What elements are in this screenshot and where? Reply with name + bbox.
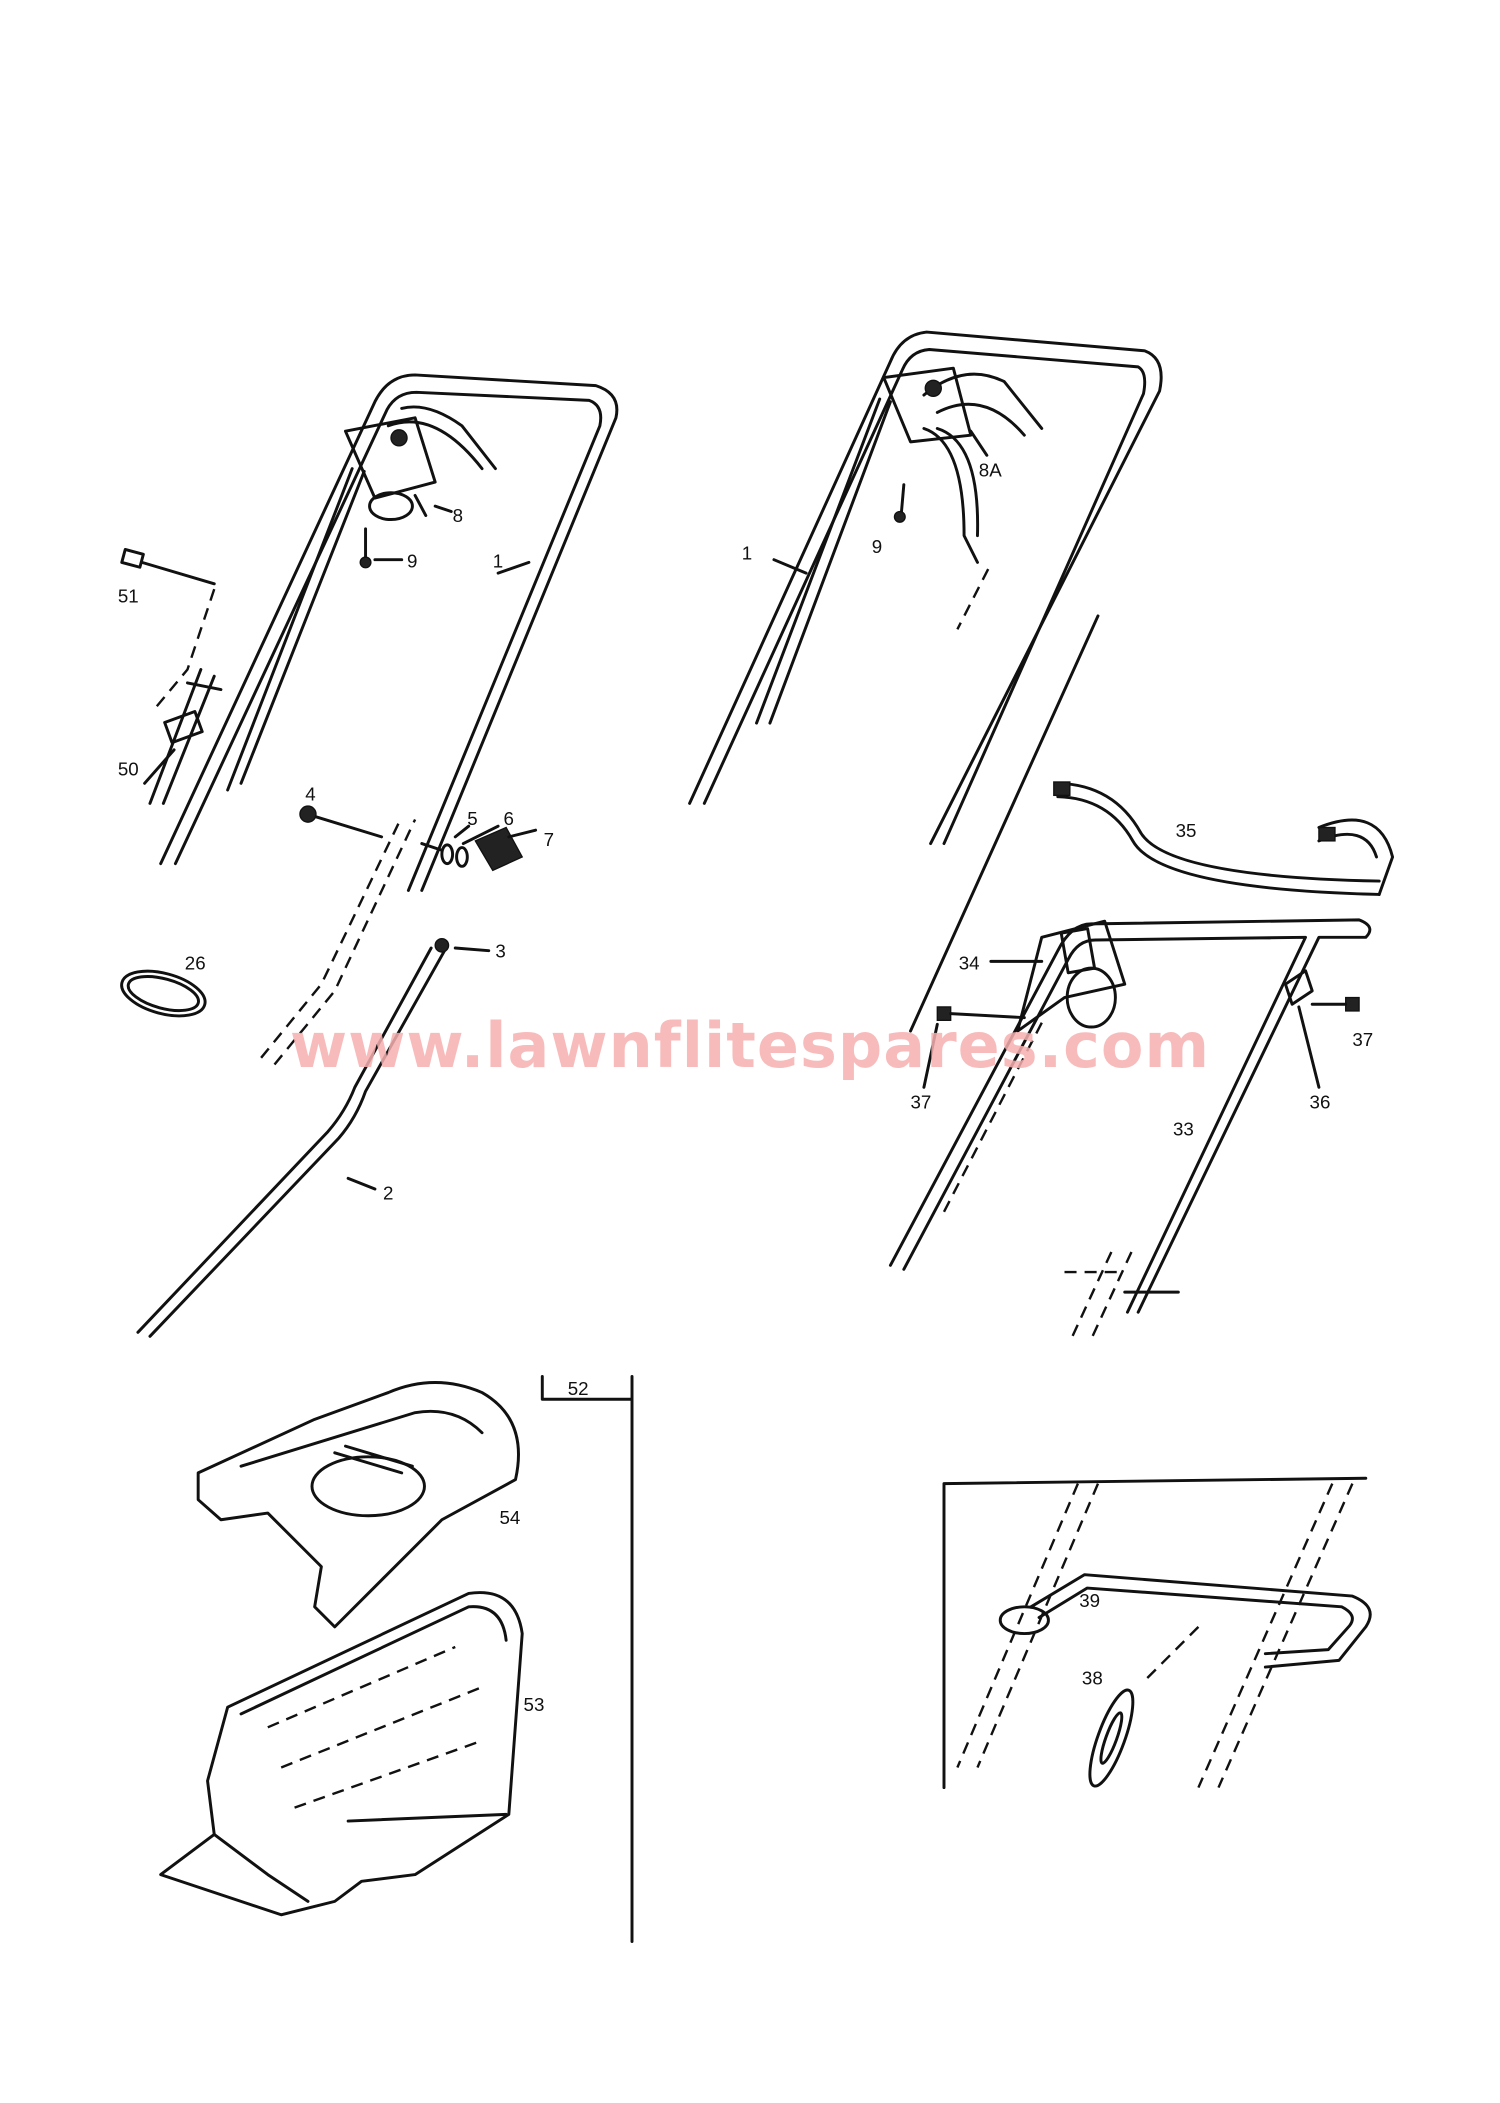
leader-1-left bbox=[496, 560, 531, 575]
handle-33 bbox=[888, 918, 1372, 1340]
label-8a: 8A bbox=[979, 460, 1002, 481]
label-37-left: 37 bbox=[911, 1092, 932, 1113]
label-9-right: 9 bbox=[872, 536, 882, 557]
basket-53 bbox=[159, 1591, 524, 1917]
bolt-51 bbox=[120, 547, 216, 711]
label-54: 54 bbox=[499, 1507, 520, 1528]
bar-35 bbox=[1053, 781, 1395, 896]
bracket-52 bbox=[540, 1375, 634, 1944]
label-39: 39 bbox=[1079, 1590, 1100, 1611]
screw-9-left bbox=[359, 527, 404, 569]
bolt-4 bbox=[299, 805, 384, 839]
clamp-8a bbox=[882, 366, 989, 457]
label-35: 35 bbox=[1176, 820, 1197, 841]
part-50 bbox=[143, 668, 223, 805]
label-5: 5 bbox=[467, 808, 477, 829]
clamp-8 bbox=[343, 416, 437, 522]
label-6: 6 bbox=[503, 808, 513, 829]
label-8: 8 bbox=[453, 505, 463, 526]
lower-tube-2 bbox=[136, 937, 491, 1338]
label-53: 53 bbox=[524, 1694, 545, 1715]
dash-line-right bbox=[909, 614, 1100, 1033]
label-38: 38 bbox=[1082, 1667, 1103, 1688]
label-34: 34 bbox=[959, 952, 980, 973]
cable-tie-26 bbox=[120, 969, 207, 1018]
label-36: 36 bbox=[1310, 1092, 1331, 1113]
cover-54 bbox=[196, 1381, 520, 1629]
washers-5-6-knob-7 bbox=[420, 824, 538, 872]
screw-9-right bbox=[893, 483, 906, 523]
label-26: 26 bbox=[185, 952, 206, 973]
label-50: 50 bbox=[118, 758, 139, 779]
label-51: 51 bbox=[118, 586, 139, 607]
leader-1-right bbox=[772, 558, 808, 575]
label-2: 2 bbox=[383, 1183, 393, 1204]
watermark: www.lawnflitespares.com bbox=[289, 1009, 1211, 1082]
label-4: 4 bbox=[305, 784, 315, 805]
label-1-right: 1 bbox=[742, 543, 752, 564]
detail-39-38 bbox=[942, 1476, 1372, 1790]
label-7: 7 bbox=[544, 829, 554, 850]
leader-8 bbox=[433, 504, 453, 513]
dashed-tube-left bbox=[260, 816, 403, 1059]
switch-box-34 bbox=[942, 919, 1127, 1213]
dashed-tube-left-2 bbox=[273, 818, 417, 1066]
label-37-right: 37 bbox=[1352, 1029, 1373, 1050]
label-3: 3 bbox=[495, 940, 505, 961]
label-1-left: 1 bbox=[493, 551, 503, 572]
label-52: 52 bbox=[568, 1378, 589, 1399]
label-9-left: 9 bbox=[407, 551, 417, 572]
label-33: 33 bbox=[1173, 1118, 1194, 1139]
handle-upper-left bbox=[159, 373, 619, 892]
handle-upper-right bbox=[688, 330, 1163, 846]
bolts-37 bbox=[922, 996, 1360, 1089]
